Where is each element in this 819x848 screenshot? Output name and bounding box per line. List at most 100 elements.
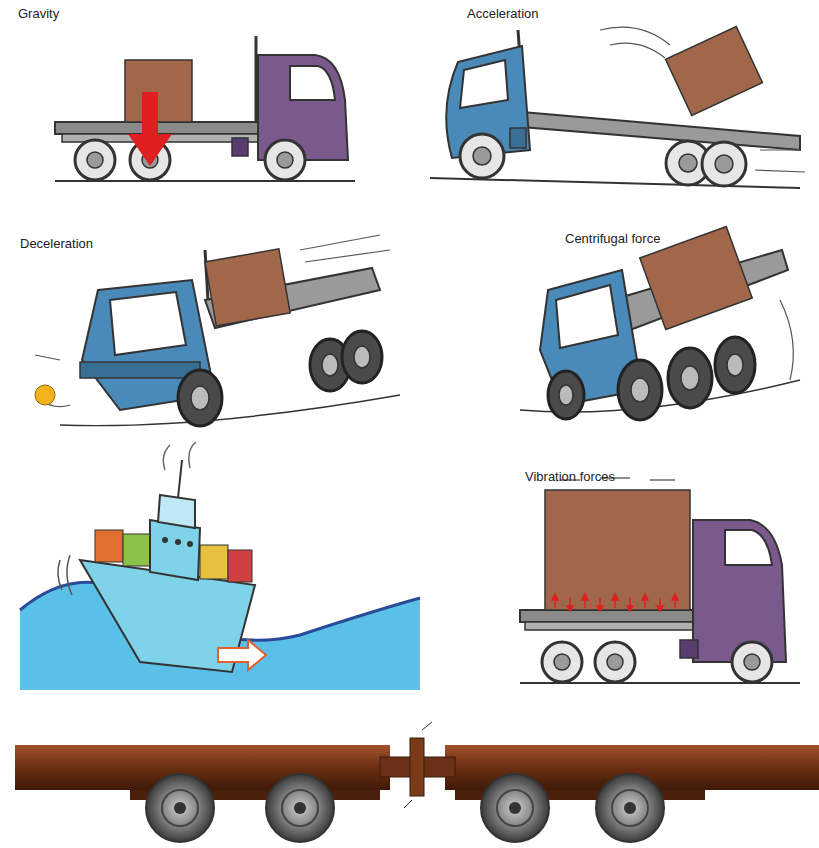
gravity-truck (265, 140, 305, 180)
gravity-truck (125, 60, 192, 122)
rail-cars (174, 802, 636, 814)
ship-on-waves (20, 442, 420, 690)
decelerating-truck (191, 386, 209, 410)
accelerating-truck (679, 154, 697, 172)
panel-label: Deceleration (20, 236, 93, 251)
rail-cars (404, 800, 412, 808)
cornering-truck (715, 337, 755, 393)
vibration-truck (542, 642, 772, 682)
cornering-truck (668, 348, 712, 408)
vibration-truck (520, 478, 800, 683)
cornering-truck (520, 227, 800, 420)
cornering-truck (559, 385, 573, 405)
ship-on-waves (162, 537, 193, 547)
gravity-truck (128, 134, 172, 166)
decelerating-truck (82, 280, 215, 410)
vibration-truck (627, 606, 633, 611)
decelerating-truck (35, 235, 400, 426)
decelerating-truck (305, 250, 390, 262)
vibration-truck (650, 479, 675, 480)
decelerating-truck (205, 249, 290, 326)
rail-cars (624, 802, 636, 814)
ship-on-waves (123, 534, 151, 566)
gravity-truck (55, 36, 355, 181)
cornering-truck (631, 378, 649, 402)
rail-cars (266, 774, 334, 842)
rail-cars (146, 774, 214, 842)
accelerating-truck (430, 26, 805, 188)
vibration-truck (542, 642, 582, 682)
decelerating-truck (35, 385, 55, 405)
vibration-truck (680, 640, 698, 658)
accelerating-truck (460, 60, 508, 108)
vibration-truck (657, 606, 663, 611)
rail-cars (174, 802, 186, 814)
decelerating-truck (178, 370, 222, 426)
rail-cars (596, 774, 664, 842)
accelerating-truck (460, 134, 746, 186)
cornering-truck (618, 360, 662, 420)
ship-on-waves (162, 537, 168, 543)
cornering-truck (780, 300, 793, 380)
accelerating-truck (610, 43, 665, 58)
vibration-truck (732, 642, 772, 682)
decelerating-truck (80, 362, 200, 378)
gravity-truck (75, 140, 305, 180)
vibration-truck (612, 594, 618, 600)
decelerating-truck (35, 355, 60, 360)
panel-label: Vibration forces (525, 469, 615, 484)
vibration-truck (725, 530, 772, 565)
vibration-truck (567, 606, 573, 611)
accelerating-truck (473, 147, 491, 165)
gravity-truck (290, 66, 335, 100)
accelerating-truck (755, 170, 805, 172)
vibration-truck (597, 606, 603, 611)
decelerating-truck (191, 346, 370, 410)
rail-cars (282, 790, 318, 826)
rail-cars (410, 738, 424, 796)
vibration-truck (672, 594, 678, 600)
decelerating-truck (300, 235, 380, 250)
gravity-truck (142, 92, 158, 136)
accelerating-truck (760, 149, 800, 150)
vibration-truck (545, 490, 690, 610)
ship-on-waves (158, 495, 195, 528)
rail-cars (146, 774, 664, 842)
accelerating-truck (460, 134, 504, 178)
vibration-truck (693, 520, 786, 662)
accelerating-truck (715, 155, 733, 173)
ship-on-waves (163, 442, 196, 470)
ship-on-waves (187, 541, 193, 547)
accelerating-truck (600, 27, 805, 172)
panel-label: Acceleration (467, 6, 539, 21)
vibration-truck (607, 654, 623, 670)
accelerating-truck (702, 142, 746, 186)
decelerating-truck (110, 292, 186, 355)
vibration-truck (552, 594, 558, 600)
decelerating-truck (354, 346, 370, 368)
accelerating-truck (666, 26, 763, 115)
gravity-truck (232, 138, 248, 156)
gravity-truck (87, 152, 103, 168)
vibration-truck (642, 594, 648, 600)
rail-cars (612, 790, 648, 826)
rail-cars (497, 790, 533, 826)
cornering-truck (548, 337, 755, 420)
panel-label: Gravity (18, 6, 59, 21)
rail-cars (509, 802, 521, 814)
rail-cars (162, 790, 648, 826)
cornering-truck (548, 371, 584, 419)
cornering-truck (559, 354, 743, 405)
accelerating-truck (510, 128, 526, 148)
vibration-truck (520, 610, 700, 622)
cornering-truck (556, 285, 618, 348)
gravity-truck (277, 152, 293, 168)
rail-cars (162, 790, 198, 826)
vibration-truck (554, 654, 760, 670)
cornering-truck (727, 354, 743, 376)
cornering-truck (681, 366, 699, 390)
vibration-truck (595, 642, 635, 682)
accelerating-truck (473, 147, 733, 173)
